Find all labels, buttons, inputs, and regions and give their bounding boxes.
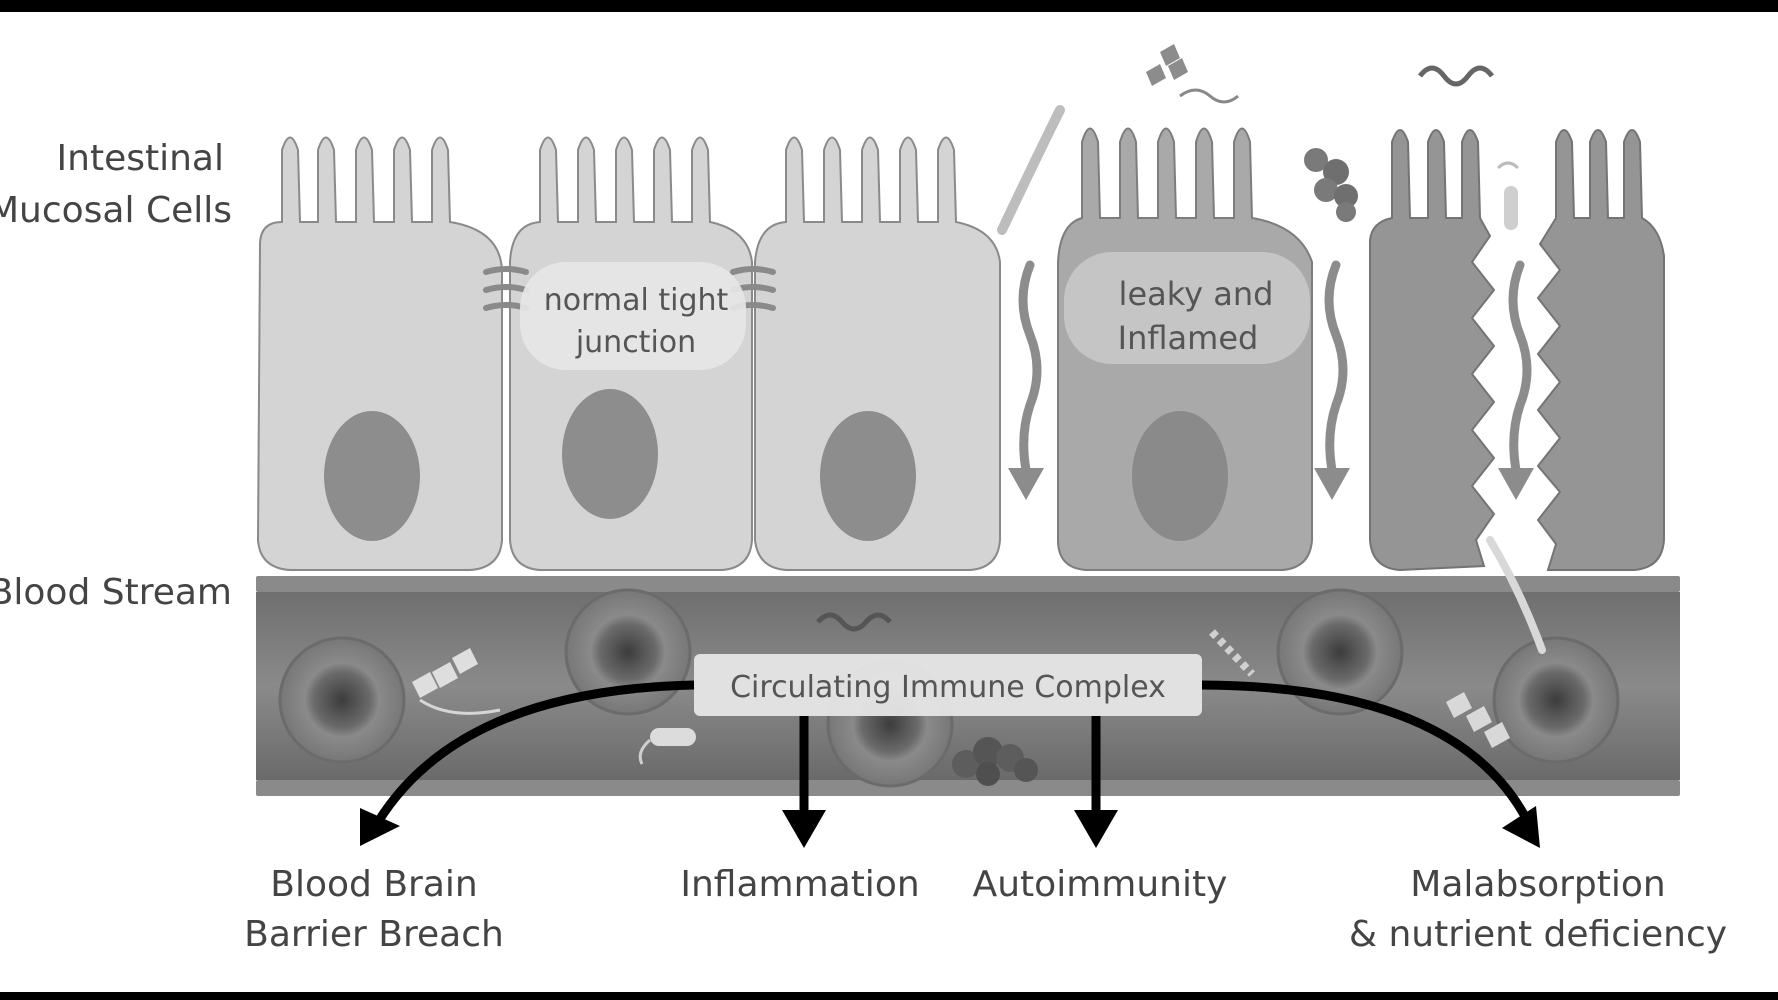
outcome-autoimmunity: Autoimmunity bbox=[973, 864, 1228, 905]
label-tight-junction-line2: junction bbox=[575, 325, 696, 360]
blood-cell bbox=[1492, 636, 1620, 764]
nucleus bbox=[820, 411, 916, 541]
leak-arrowhead bbox=[1008, 468, 1534, 500]
cell-damaged-right bbox=[1536, 129, 1665, 571]
cell-damaged-left bbox=[1369, 129, 1496, 572]
label-immune-complex: Circulating Immune Complex bbox=[730, 670, 1166, 705]
outcome-arrows bbox=[374, 680, 1532, 825]
immune-complex-box bbox=[694, 654, 1202, 716]
cell-healthy-1 bbox=[256, 136, 503, 571]
tight-junction-bubble bbox=[520, 262, 746, 370]
outcome-malabsorption-line2: & nutrient deficiency bbox=[1349, 914, 1727, 955]
vessel-wall-top bbox=[256, 576, 1680, 592]
bacteria-icon bbox=[997, 44, 1520, 235]
outcome-bbb-line2: Barrier Breach bbox=[244, 914, 504, 955]
label-leaky-line2: Inflamed bbox=[1118, 319, 1259, 357]
label-intestinal-line2: Mucosal Cells bbox=[0, 190, 232, 231]
nucleus bbox=[1132, 411, 1228, 541]
leak-arrow bbox=[1018, 260, 1532, 475]
nucleus bbox=[562, 389, 658, 519]
arrow-to-bbb bbox=[374, 680, 695, 825]
leaky-bubble bbox=[1064, 252, 1310, 364]
blood-cell bbox=[1276, 588, 1404, 716]
outcome-arrowheads bbox=[360, 806, 1540, 848]
label-blood-stream: Blood Stream bbox=[0, 572, 232, 613]
label-tight-junction-line1: normal tight bbox=[544, 283, 729, 318]
outcome-inflammation: Inflammation bbox=[680, 864, 919, 905]
arrow-to-malabsorption bbox=[1201, 680, 1532, 825]
vessel-wall-bottom bbox=[256, 780, 1680, 796]
outcome-bbb-line1: Blood Brain bbox=[270, 864, 477, 905]
outcome-malabsorption-line1: Malabsorption bbox=[1410, 864, 1665, 905]
bacteria-icon bbox=[412, 536, 1546, 786]
nucleus bbox=[324, 411, 420, 541]
blood-cell bbox=[278, 636, 406, 764]
label-leaky-line1: leaky and bbox=[1119, 275, 1274, 313]
label-intestinal-line1: Intestinal bbox=[57, 138, 224, 179]
cell-healthy-3 bbox=[754, 136, 1001, 571]
